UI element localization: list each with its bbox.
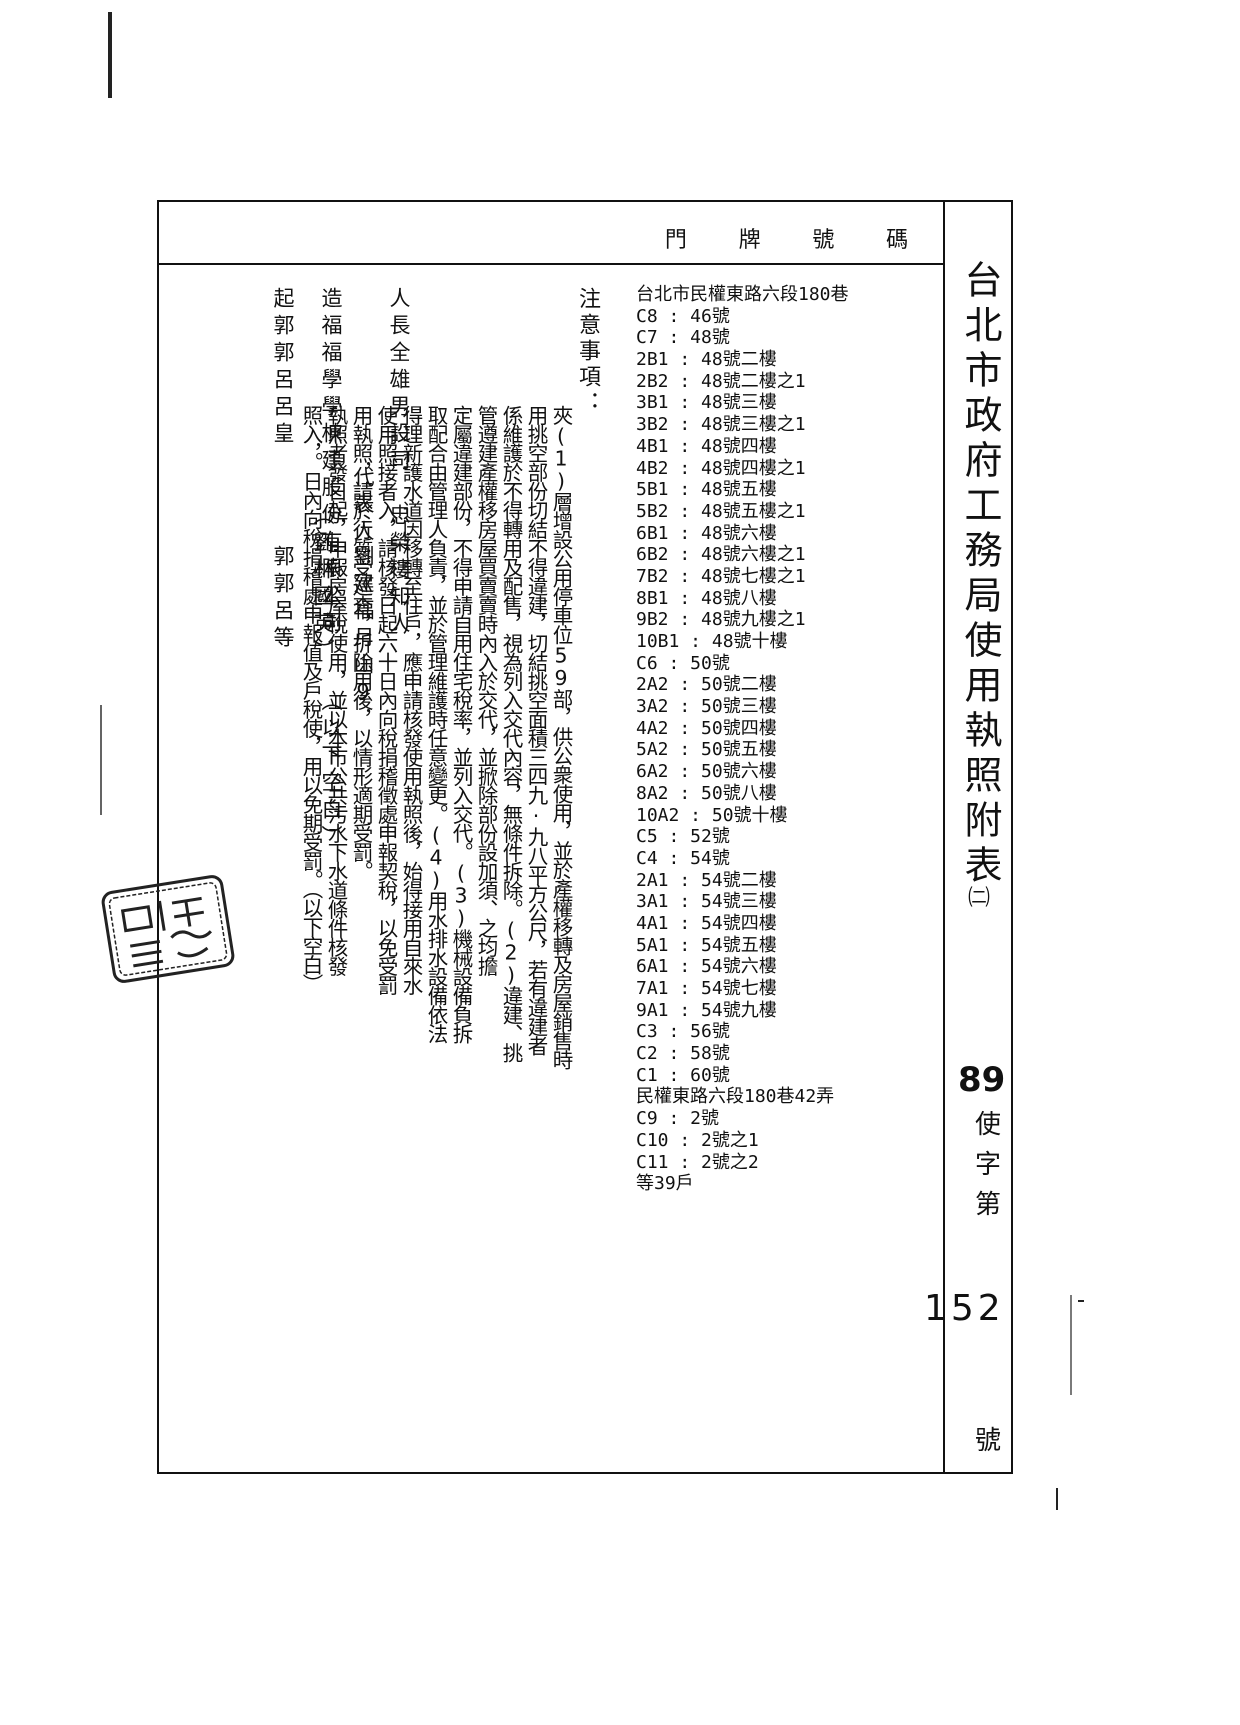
scan-mark — [1070, 1295, 1072, 1395]
scan-mark — [108, 12, 112, 98]
address-line: 4B1 : 48號四樓 — [636, 435, 777, 457]
address-line: 4A2 : 50號四樓 — [636, 717, 777, 739]
address-line: 5B1 : 48號五樓 — [636, 479, 777, 501]
applicant-column: 劉建福月山9 — [351, 545, 375, 710]
applicant-column: （劉林國英） — [311, 504, 335, 666]
form-sub-number: ㈡ — [968, 886, 991, 911]
address-line: 3B1 : 48號三樓 — [636, 392, 777, 414]
address-line: 8B1 : 48號八樓 — [636, 587, 777, 609]
address-line: 6B1 : 48號六樓 — [636, 522, 777, 544]
address-line: 台北市民權東路六段180巷 — [636, 284, 849, 305]
permit-char: 第 — [974, 1190, 1001, 1220]
official-stamp — [97, 869, 239, 990]
address-line: 2A1 : 54號二樓 — [636, 869, 777, 891]
document-frame — [157, 200, 1013, 1474]
address-line: 9B2 : 48號九樓之1 — [636, 609, 806, 631]
address-line: 7A1 : 54號七樓 — [636, 978, 777, 999]
address-line: C10 : 2號之1 — [636, 1129, 759, 1151]
door-number-header: 門 牌 號 碼 — [640, 222, 935, 254]
applicant-column: 造福福學學棟建股份有限公司 — [319, 287, 343, 638]
address-line: C8 : 46號 — [636, 305, 730, 327]
door-header-char: 碼 — [886, 228, 911, 253]
address-line: 6A2 : 50號六樓 — [636, 761, 777, 783]
door-header-char: 門 — [664, 228, 689, 253]
form-title: 台北市政府工務局使用執照附表 — [958, 260, 1002, 890]
address-line: 等39戶 — [636, 1173, 694, 1195]
notice-column: 定屬違建部份，不得申請自用住宅稅率，並列入交代。(3)機械設備負拆 — [449, 405, 473, 1043]
applicant-column: 忠榮樓知人 — [387, 504, 411, 639]
address-line: C11 : 2號之2 — [636, 1151, 759, 1173]
notice-column: 用挑空部份切結不得違建，切結挑空面積三四九‧九八平方公尺，若有違建者 — [524, 405, 548, 1055]
scan-mark — [100, 705, 102, 815]
header-divider — [157, 263, 943, 265]
address-line: 4B2 : 48號四樓之1 — [636, 457, 806, 479]
address-line: C5 : 52號 — [636, 826, 730, 848]
address-line: 3B2 : 48號三樓之1 — [636, 414, 806, 436]
address-line: 7B2 : 48號七樓之1 — [636, 565, 806, 587]
address-line: 2B2 : 48號二樓之1 — [636, 370, 806, 392]
address-line: 6A1 : 54號六樓 — [636, 956, 777, 978]
address-line: C1 : 60號 — [636, 1064, 730, 1086]
applicant-column: （以下空白） — [319, 690, 343, 852]
address-line: 6B2 : 48號六樓之1 — [636, 544, 806, 566]
address-line: 3A2 : 50號三樓 — [636, 696, 777, 718]
scan-mark — [1056, 1488, 1058, 1510]
applicant-column: 郭郭呂等 — [271, 545, 295, 653]
notice-column: 執照者發日起，申報房屋稅使用，並以本市公共污水下水道條件核發 — [324, 405, 348, 975]
address-line: 5A1 : 54號五樓 — [636, 934, 777, 956]
side-divider — [943, 200, 945, 1474]
address-line: 10A2 : 50號十樓 — [636, 804, 788, 826]
address-line: 5A2 : 50號五樓 — [636, 739, 777, 761]
applicant-column: 起郭郭呂呂皇 — [271, 287, 295, 449]
address-line: 3A1 : 54號三樓 — [636, 891, 777, 913]
door-header-char: 號 — [812, 228, 837, 253]
permit-suffix: 號 — [974, 1426, 1001, 1456]
notice-column: 夾(1)層增設公用停車位59部，供公衆使用，並於產權移轉及房屋銷售時 — [549, 405, 573, 1069]
address-line: 8A2 : 50號八樓 — [636, 782, 777, 804]
notice-title: 注意事項： — [575, 287, 600, 417]
notice-column: 係維護於不得轉用及配售，視為列入交代內容，無條件拆除。(2)違建、挑 — [499, 405, 523, 1062]
address-line: C7 : 48號 — [636, 327, 730, 349]
address-line: 4A1 : 54號四樓 — [636, 912, 777, 934]
notice-column: 取配合由管理人負責，並於管理維護時任意變更。(4)用水排水設備依法 — [424, 405, 448, 1043]
scan-mark — [1078, 1300, 1084, 1302]
notice-column: 使用照接者入，請核發日起六十日內向稅捐稽徵處申報契稅，以免受罰 — [374, 405, 398, 994]
address-line: C6 : 50號 — [636, 652, 730, 674]
address-line: C9 : 2號 — [636, 1108, 720, 1130]
address-line: 9A1 : 54號九樓 — [636, 999, 777, 1021]
applicant-column: 人長全雄男設司 — [387, 287, 411, 476]
address-line: 2B1 : 48號二樓 — [636, 349, 777, 371]
notice-column: 管遵建產權移房屋買賣賣時內入於交代，並掀除部份設加須、之均擔 — [474, 405, 498, 975]
notice-column: 用執照，請於行質受巡查，折除用後，以情形適期受罰。 — [349, 405, 373, 880]
address-line: C3 : 56號 — [636, 1021, 730, 1043]
address-line: 10B1 : 48號十樓 — [636, 631, 788, 652]
notice-column: 得理新護水道因移轉至住戶，應申請核發使用執照後，始得接用自來水 — [399, 405, 423, 994]
permit-year: 89 — [958, 1060, 1006, 1100]
permit-char: 使 — [974, 1110, 1001, 1140]
address-line: 民權東路六段180巷42弄 — [636, 1086, 835, 1108]
stamp-icon — [101, 875, 235, 983]
door-header-char: 牌 — [738, 228, 763, 253]
applicant-column: 代表人： — [351, 466, 375, 574]
address-line: 2A2 : 50號二樓 — [636, 674, 777, 696]
permit-char: 字 — [974, 1150, 1001, 1180]
address-line: 5B2 : 48號五樓之1 — [636, 500, 806, 522]
notice-column: 照入，。日內向稅捐稽處申報值及戶稅使，用以免期受罰。（以下空白） — [299, 405, 323, 993]
permit-number: 152 — [924, 1288, 1005, 1329]
address-line: C2 : 58號 — [636, 1043, 730, 1065]
address-line: C4 : 54號 — [636, 847, 730, 869]
